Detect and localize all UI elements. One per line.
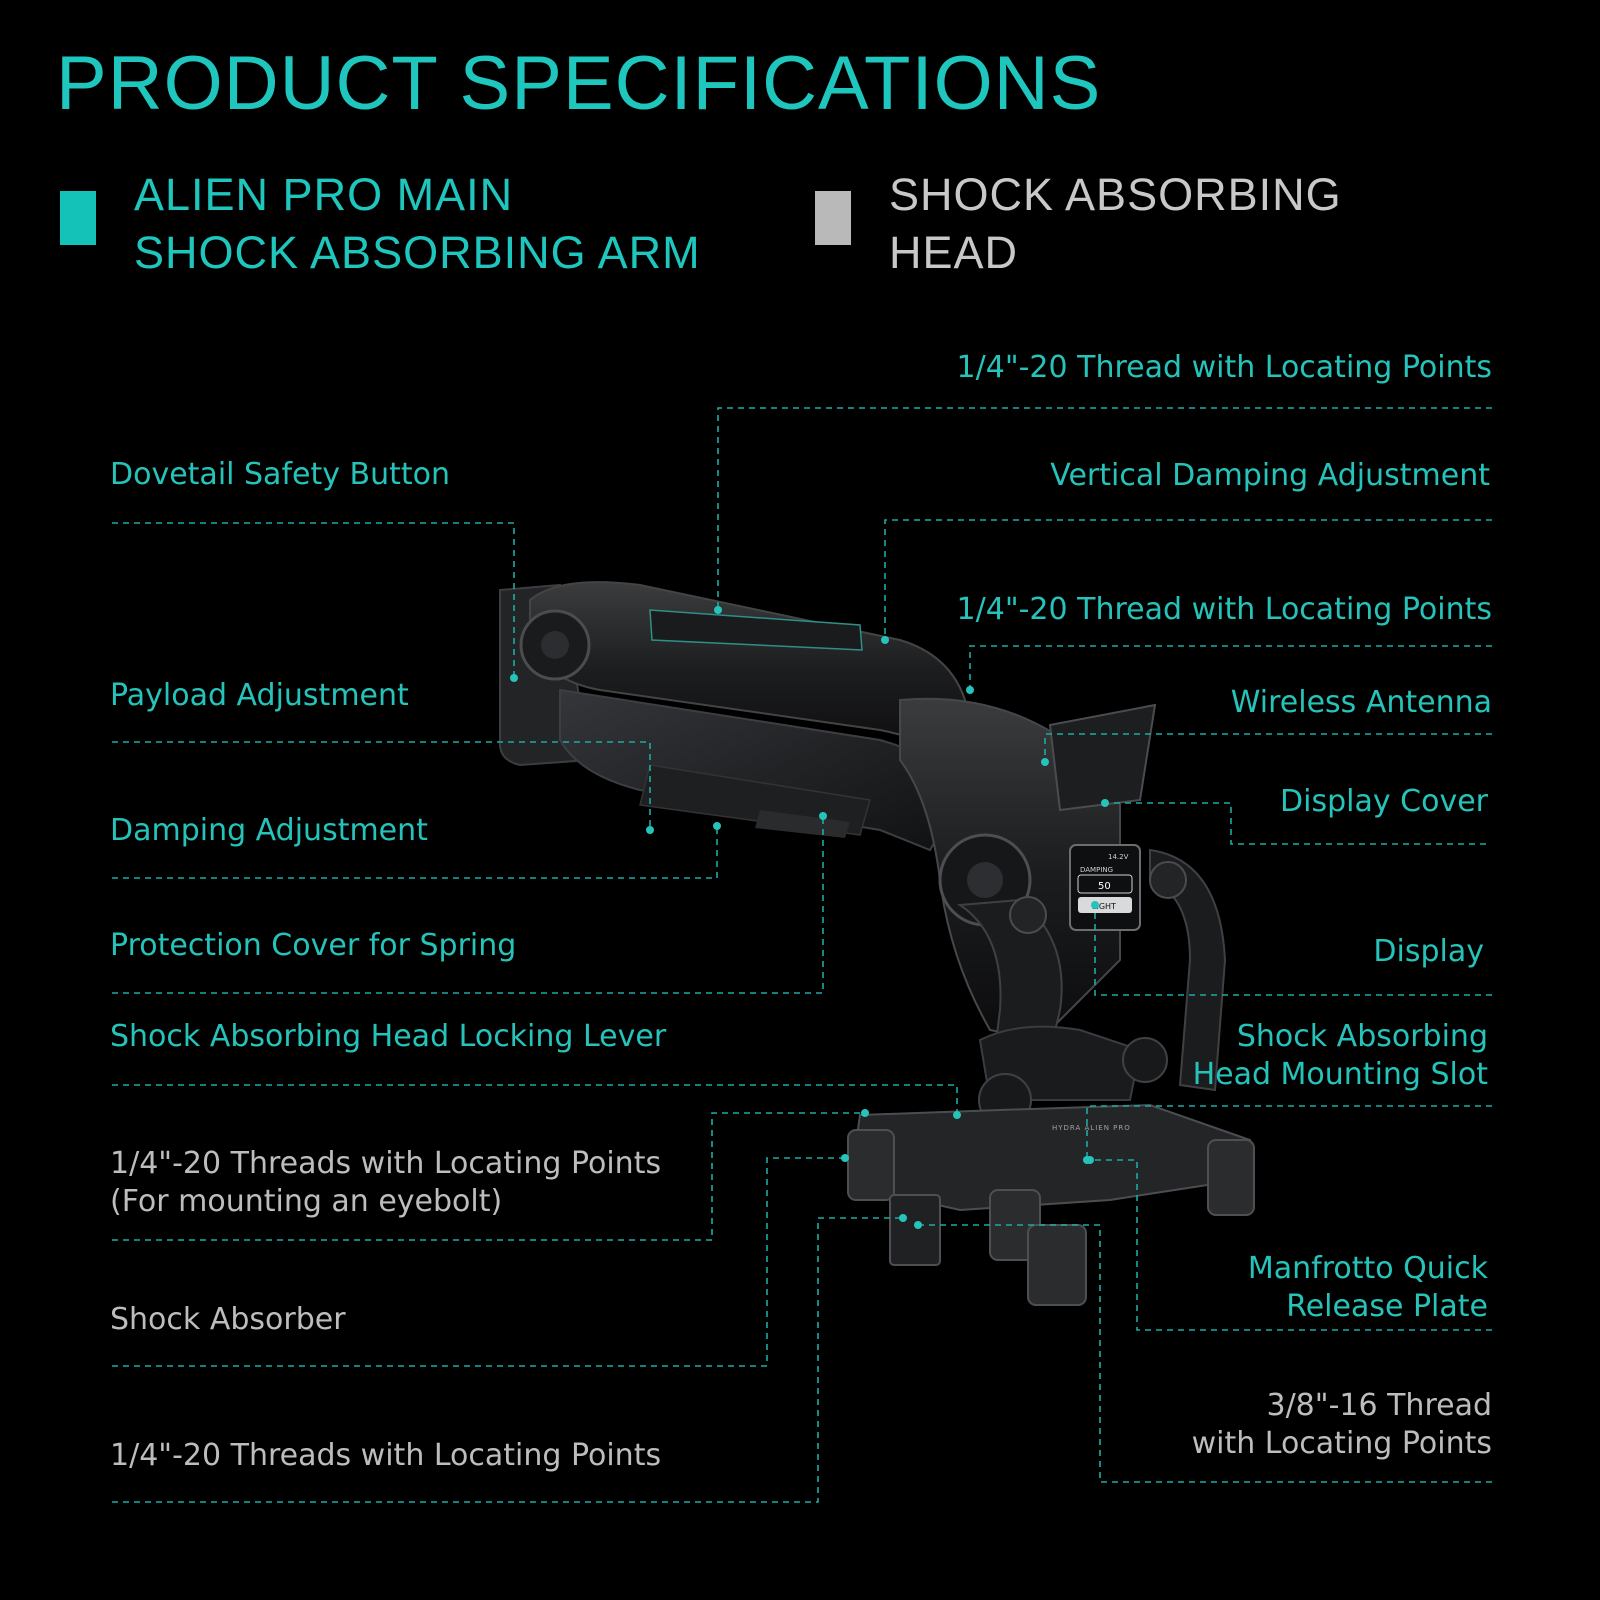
dot-thread-38	[914, 1221, 922, 1229]
callout-locking-lever: Shock Absorbing Head Locking Lever	[110, 1019, 667, 1054]
leader-manfrotto	[1090, 1159, 1492, 1331]
callout-mounting-slot-line2: Head Mounting Slot	[1192, 1057, 1488, 1092]
dot-damping-adjustment	[713, 822, 721, 830]
leader-dovetail-safety	[112, 522, 515, 678]
callout-manfrotto: Manfrotto Quick Release Plate	[1248, 1250, 1488, 1326]
legend-label-head: SHOCK ABSORBING HEAD	[889, 166, 1342, 282]
leader-locking-lever	[112, 1084, 958, 1115]
callout-wireless-antenna: Wireless Antenna	[1230, 685, 1492, 720]
callout-thread-top: 1/4"-20 Thread with Locating Points	[956, 350, 1492, 385]
callout-thread-38: 3/8"-16 Thread with Locating Points	[1192, 1387, 1492, 1463]
dot-eyebolt-threads	[861, 1109, 869, 1117]
stabilizer-arm-illustration: 14.2V DAMPING 50 LIGHT HYDRA ALIEN PRO	[498, 581, 1255, 1306]
callout-thread-38-line1: 3/8"-16 Thread	[1266, 1388, 1492, 1423]
legend-arm-line2: SHOCK ABSORBING ARM	[134, 227, 701, 278]
dot-dovetail-safety	[510, 674, 518, 682]
display-preset: LIGHT	[1092, 902, 1116, 911]
callout-dots	[510, 606, 1109, 1229]
callout-damping-adjustment: Damping Adjustment	[110, 813, 428, 848]
callout-display: Display	[1373, 934, 1484, 969]
dot-wireless-antenna	[1041, 758, 1049, 766]
display-mode: DAMPING	[1080, 866, 1113, 874]
legend-head-line1: SHOCK ABSORBING	[889, 169, 1342, 220]
leader-vertical-damping	[884, 519, 1492, 640]
callout-eyebolt-line2: (For mounting an eyebolt)	[110, 1184, 503, 1219]
callout-vertical-damping: Vertical Damping Adjustment	[1050, 458, 1490, 493]
leader-display-cover	[1105, 802, 1486, 845]
base-plate-marking: HYDRA ALIEN PRO	[1052, 1124, 1131, 1132]
leader-protection-cover	[112, 816, 824, 994]
callout-thread-38-line2: with Locating Points	[1191, 1426, 1492, 1461]
leader-lines	[112, 407, 1492, 1503]
legend-arm-line1: ALIEN PRO MAIN	[134, 169, 514, 220]
leader-thread-38	[918, 1224, 1492, 1483]
callout-protection-cover: Protection Cover for Spring	[110, 928, 517, 963]
callout-payload-adjustment: Payload Adjustment	[110, 678, 409, 713]
leader-wireless-antenna	[1044, 733, 1492, 762]
callout-shock-absorber: Shock Absorber	[110, 1302, 346, 1337]
leader-shock-absorber	[112, 1157, 845, 1367]
callout-display-cover: Display Cover	[1280, 784, 1488, 819]
display-value: 50	[1098, 881, 1111, 892]
callout-mounting-slot: Shock Absorbing Head Mounting Slot	[1193, 1018, 1488, 1094]
dot-threads-bottom	[899, 1214, 907, 1222]
display-voltage: 14.2V	[1108, 853, 1129, 861]
page-title: PRODUCT SPECIFICATIONS	[56, 41, 1102, 126]
leader-thread-mid	[969, 645, 1492, 690]
leader-eyebolt-threads	[112, 1112, 865, 1241]
leader-damping-adjustment	[112, 826, 718, 879]
leader-payload-adjustment	[112, 741, 651, 830]
callout-mounting-slot-line1: Shock Absorbing	[1236, 1019, 1488, 1054]
legend-head-line2: HEAD	[889, 227, 1019, 278]
dot-vertical-damping	[881, 636, 889, 644]
callout-threads-bottom: 1/4"-20 Threads with Locating Points	[110, 1438, 662, 1473]
callout-thread-mid: 1/4"-20 Thread with Locating Points	[956, 592, 1492, 627]
leader-threads-bottom	[112, 1217, 903, 1503]
dot-thread-top	[714, 606, 722, 614]
leader-thread-top	[717, 407, 1492, 610]
dot-payload-adjustment	[646, 826, 654, 834]
leader-display	[1094, 905, 1492, 996]
dot-manfrotto	[1086, 1156, 1094, 1164]
dot-display	[1091, 901, 1099, 909]
callout-manfrotto-line2: Release Plate	[1286, 1289, 1488, 1324]
callout-manfrotto-line1: Manfrotto Quick	[1247, 1251, 1488, 1286]
legend-swatch-head	[815, 191, 851, 245]
callout-eyebolt-threads: 1/4"-20 Threads with Locating Points (Fo…	[110, 1145, 661, 1221]
dot-display-cover	[1101, 799, 1109, 807]
legend-label-arm: ALIEN PRO MAIN SHOCK ABSORBING ARM	[134, 166, 701, 282]
legend-swatch-arm	[60, 191, 96, 245]
dot-protection-cover	[819, 812, 827, 820]
dot-shock-absorber	[841, 1154, 849, 1162]
dot-thread-mid	[966, 686, 974, 694]
leader-mounting-slot	[1086, 1105, 1492, 1160]
callout-eyebolt-line1: 1/4"-20 Threads with Locating Points	[110, 1146, 662, 1181]
callout-dovetail-safety: Dovetail Safety Button	[110, 457, 451, 492]
dot-locking-lever	[953, 1111, 961, 1119]
